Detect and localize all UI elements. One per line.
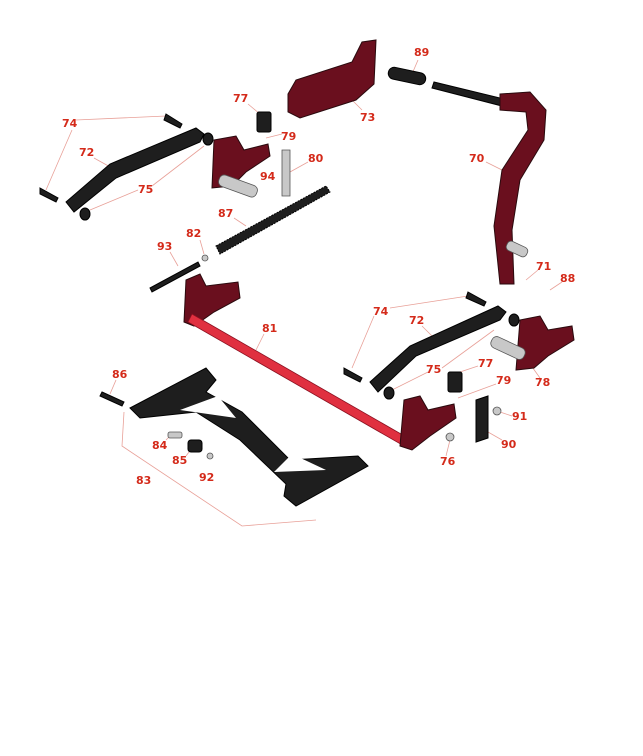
callout-82: 82: [186, 227, 201, 240]
callout-75: 75: [138, 183, 153, 196]
callout-94: 94: [260, 170, 276, 183]
callout-labels: 89 73 77 79 80 94 74 72 75 70 87 82 93 7…: [62, 46, 575, 487]
part-87-spring: [215, 185, 331, 255]
callout-77: 77: [233, 92, 248, 105]
part-72-arm-upper: [39, 113, 214, 221]
callout-77: 77: [478, 357, 493, 370]
callout-74: 74: [62, 117, 78, 130]
part-89-grip: [387, 66, 427, 86]
callout-87: 87: [218, 207, 233, 220]
callout-81: 81: [262, 322, 277, 335]
callout-78: 78: [535, 376, 550, 389]
bracket-upper-left: [211, 111, 272, 198]
callout-88: 88: [560, 272, 575, 285]
part-73-plate: [287, 39, 377, 119]
callout-79: 79: [496, 374, 511, 387]
part-90-plate: [445, 395, 502, 443]
callout-71: 71: [536, 260, 551, 273]
callout-86: 86: [112, 368, 128, 381]
part-78-bracket: [490, 315, 575, 371]
part-70-lever: [431, 81, 547, 285]
callout-89: 89: [414, 46, 429, 59]
callout-83: 83: [136, 474, 151, 487]
callout-76: 76: [440, 455, 456, 468]
part-93-bolt: [149, 254, 209, 293]
callout-93: 93: [157, 240, 172, 253]
callout-70: 70: [469, 152, 485, 165]
callout-75: 75: [426, 363, 441, 376]
callout-72: 72: [409, 314, 424, 327]
callout-84: 84: [152, 439, 168, 452]
part-80-chain: [281, 149, 291, 197]
part-83-frame: [99, 367, 369, 507]
part-72-arm-lower: [343, 291, 520, 400]
callout-91: 91: [512, 410, 527, 423]
callout-92: 92: [199, 471, 214, 484]
callout-73: 73: [360, 111, 375, 124]
callout-79: 79: [281, 130, 296, 143]
leader-lines: [45, 59, 563, 527]
callout-74: 74: [373, 305, 389, 318]
callout-90: 90: [501, 438, 517, 451]
callout-72: 72: [79, 146, 94, 159]
part-81-shaft-assembly: [183, 273, 457, 451]
callout-80: 80: [308, 152, 324, 165]
callout-85: 85: [172, 454, 187, 467]
